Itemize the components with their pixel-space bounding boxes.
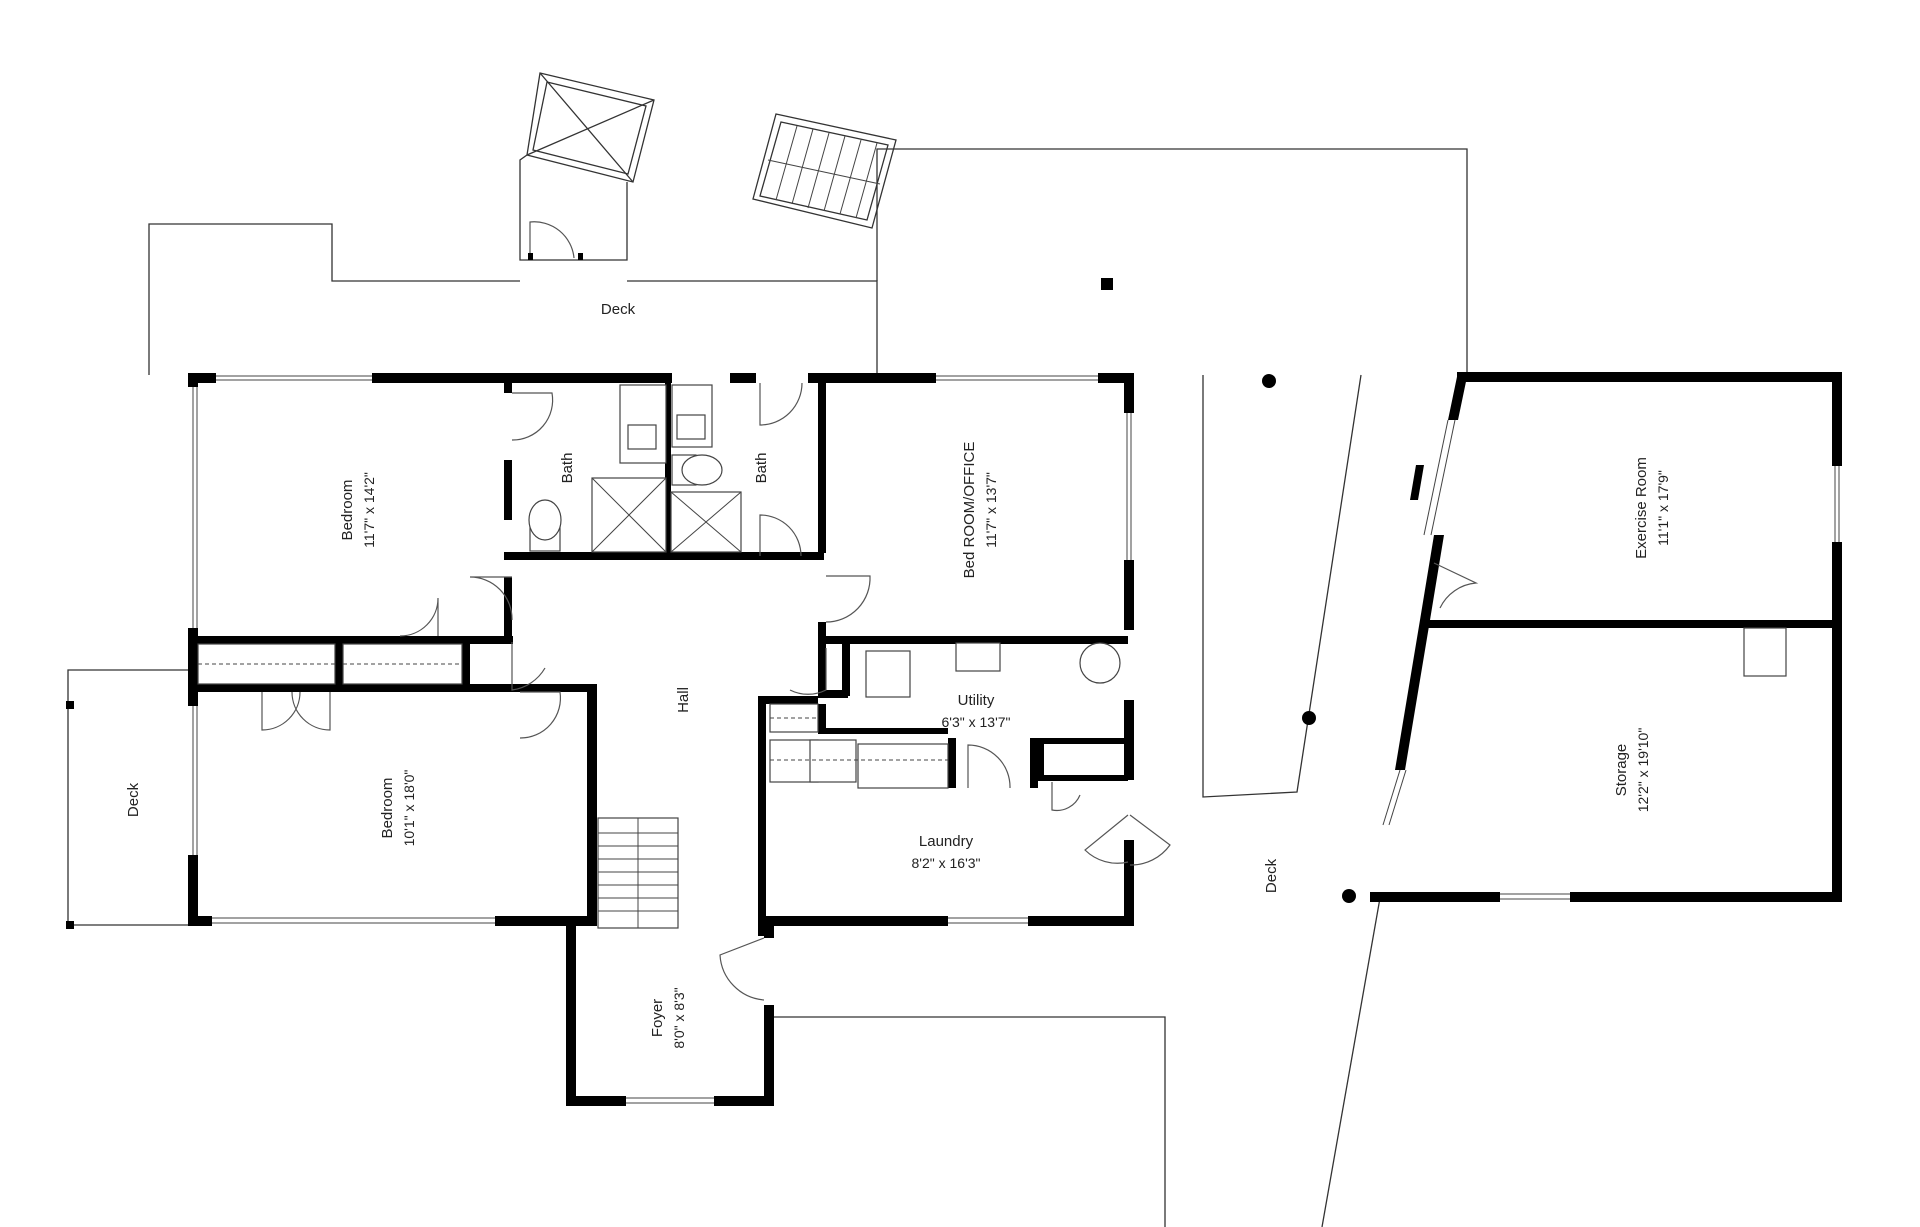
walls: [188, 372, 1842, 1106]
laundry-name: Laundry: [919, 833, 974, 850]
windows: [192, 375, 1840, 1104]
room-labels: Deck Deck Deck Bedroom 11'7" x 14'2" Bat…: [125, 301, 1671, 1049]
outdoor-shower: [519, 72, 655, 261]
deck-top-label: Deck: [601, 301, 636, 318]
bed-office-size: 11'7" x 13'7": [983, 472, 999, 548]
deck-right-label: Deck: [1263, 858, 1280, 893]
utility-name: Utility: [958, 692, 995, 709]
bath-2-label: Bath: [753, 453, 770, 484]
utility-size: 6'3" x 13'7": [942, 714, 1011, 730]
storage-size: 12'2" x 19'10": [1635, 728, 1651, 813]
bath-1-label: Bath: [559, 453, 576, 484]
exercise-size: 11'1" x 17'9": [1655, 470, 1671, 546]
storage-name: Storage: [1613, 744, 1630, 797]
fixtures: [197, 384, 1787, 929]
bedroom-1-name: Bedroom: [339, 480, 356, 541]
bedroom-2-size: 10'1" x 18'0": [401, 770, 417, 847]
bedroom-2-name: Bedroom: [379, 778, 396, 839]
deck-outlines: [67, 148, 1468, 1227]
foyer-name: Foyer: [649, 999, 666, 1037]
bedroom-1-size: 11'7" x 14'2": [361, 472, 377, 548]
deck-posts: [66, 278, 1356, 929]
foyer-size: 8'0" x 8'3": [671, 987, 687, 1048]
hall-label: Hall: [675, 687, 692, 713]
laundry-size: 8'2" x 16'3": [912, 855, 981, 871]
bed-office-name: Bed ROOM/OFFICE: [961, 442, 978, 579]
exercise-name: Exercise Room: [1633, 457, 1650, 559]
deck-left-label: Deck: [125, 782, 142, 817]
exterior-stair: [752, 113, 897, 229]
doors: [261, 382, 1479, 1001]
